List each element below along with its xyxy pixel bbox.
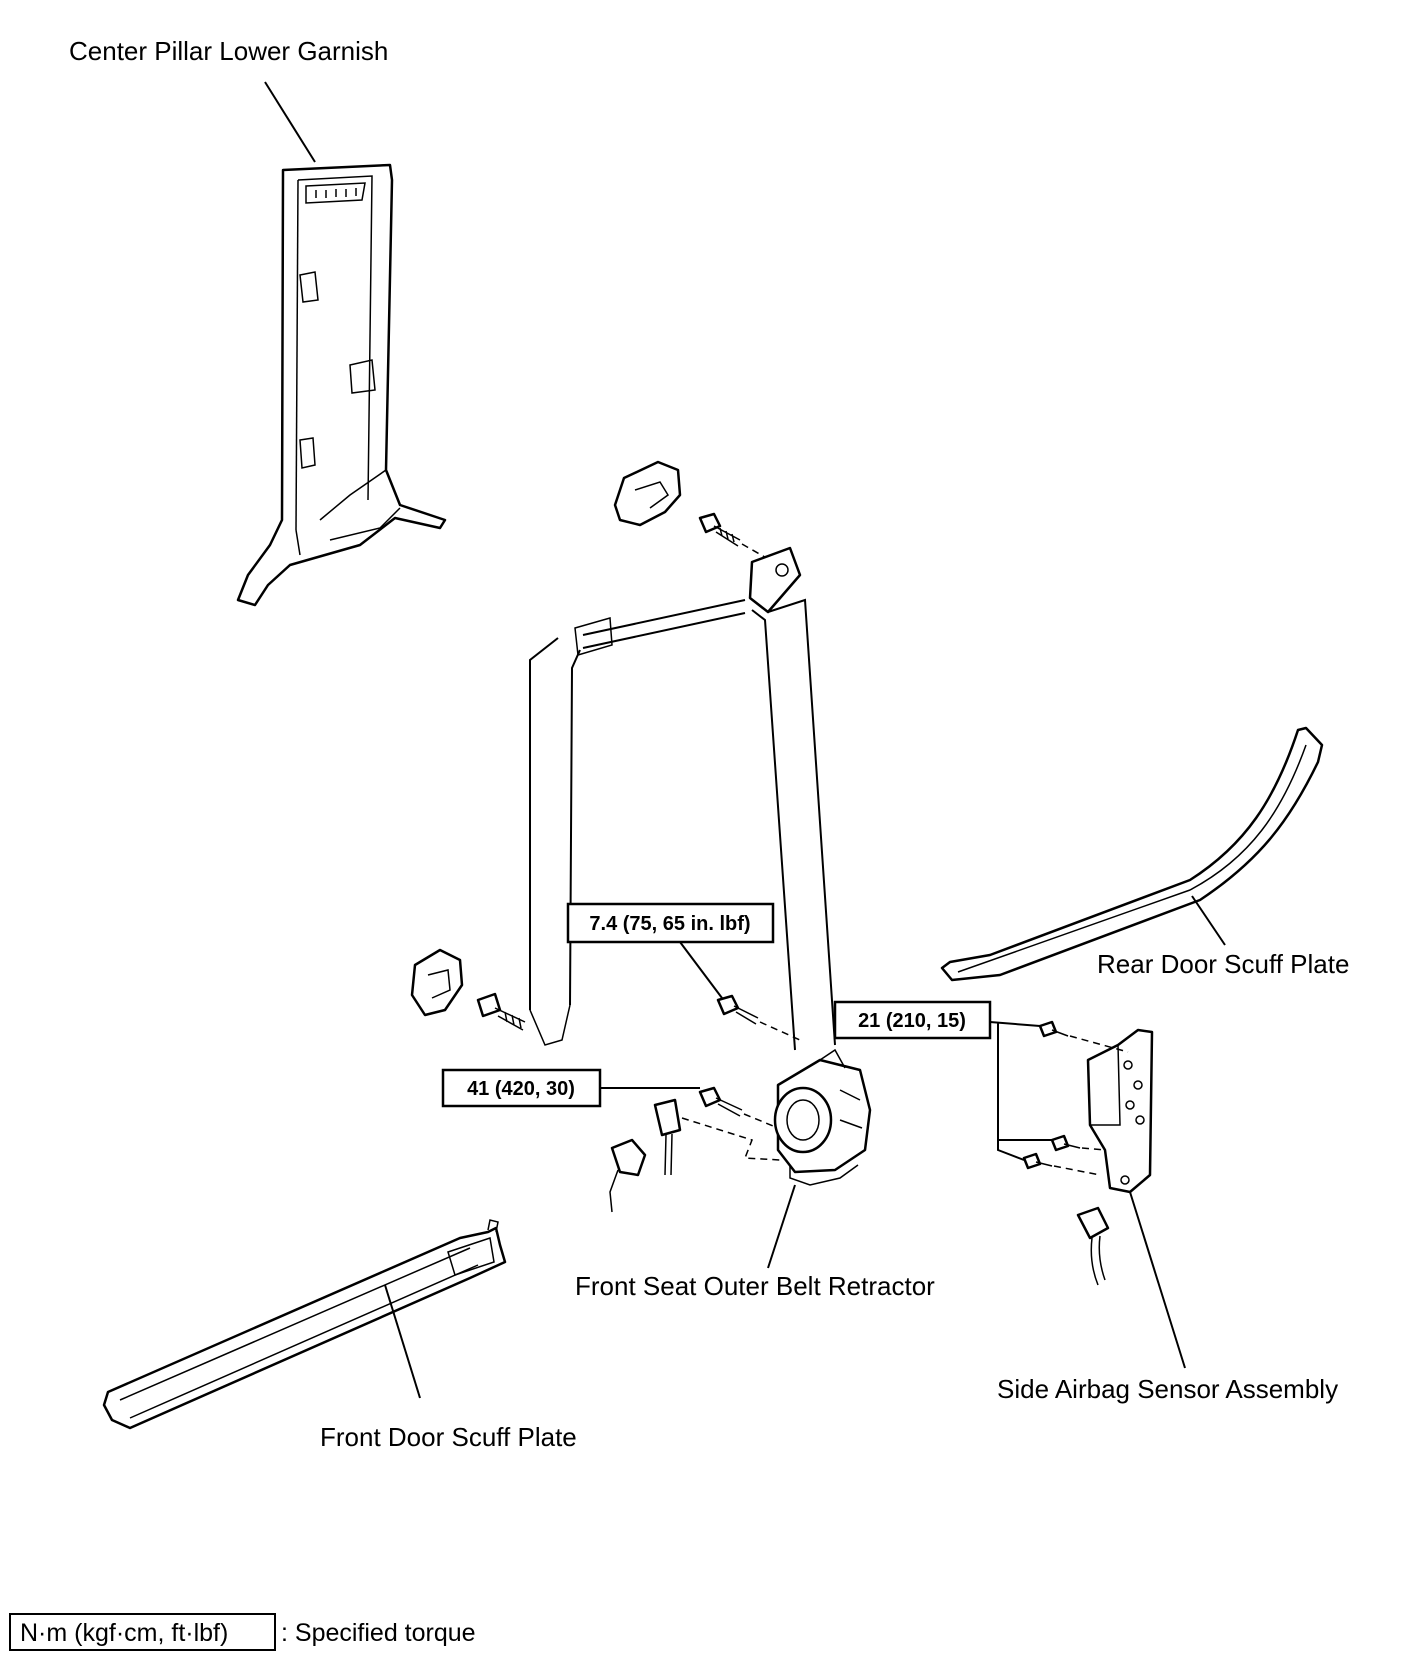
- leader-front-scuff: [384, 1284, 421, 1399]
- side-airbag-sensor-assembly: [1086, 1028, 1154, 1194]
- retractor-lower-bolt: [698, 1086, 743, 1117]
- front-door-scuff-plate: [102, 1219, 507, 1430]
- retractor-upper-bolt: [716, 994, 759, 1025]
- sensor-connector: [1076, 1206, 1110, 1286]
- rear-door-scuff-plate: [940, 726, 1324, 982]
- torque-value-41: 41 (420, 30): [467, 1078, 575, 1100]
- wire-clip: [609, 1138, 647, 1213]
- label-front-seat-outer-belt-retractor: Front Seat Outer Belt Retractor: [575, 1271, 935, 1301]
- torque-value-7-4: 7.4 (75, 65 in. lbf): [589, 913, 750, 935]
- leader-torque-21: [989, 1021, 1052, 1161]
- retractor-connector: [653, 1098, 682, 1176]
- leader-airbag-sensor: [1129, 1191, 1186, 1369]
- leader-torque-7-4: [679, 941, 723, 999]
- leader-center-pillar: [264, 81, 316, 163]
- center-pillar-lower-garnish: [236, 163, 447, 607]
- legend: N·m (kgf·cm, ft·lbf) : Specified torque: [9, 1613, 476, 1651]
- sensor-bolts: [1022, 1020, 1081, 1170]
- legend-description: : Specified torque: [281, 1619, 476, 1647]
- torque-box-41: 41 (420, 30): [441, 1068, 602, 1108]
- shoulder-anchor-cover: [613, 460, 682, 527]
- label-center-pillar-lower-garnish: Center Pillar Lower Garnish: [69, 36, 388, 66]
- legend-unit: N·m (kgf·cm, ft·lbf): [20, 1619, 228, 1647]
- leader-rear-scuff: [1191, 895, 1226, 946]
- leader-retractor: [767, 1184, 796, 1269]
- label-rear-door-scuff-plate: Rear Door Scuff Plate: [1097, 949, 1349, 979]
- torque-box-21: 21 (210, 15): [833, 1000, 992, 1040]
- lower-anchor-bolt: [476, 992, 526, 1031]
- lower-anchor-cover: [410, 948, 464, 1017]
- torque-box-7-4: 7.4 (75, 65 in. lbf): [566, 902, 775, 944]
- label-side-airbag-sensor-assembly: Side Airbag Sensor Assembly: [997, 1374, 1338, 1404]
- seat-belt-webbing: [529, 546, 836, 1051]
- front-seat-outer-belt-retractor: [773, 1048, 872, 1186]
- shoulder-anchor-bolt: [698, 512, 741, 547]
- torque-value-21: 21 (210, 15): [858, 1010, 966, 1032]
- label-front-door-scuff-plate: Front Door Scuff Plate: [320, 1422, 577, 1452]
